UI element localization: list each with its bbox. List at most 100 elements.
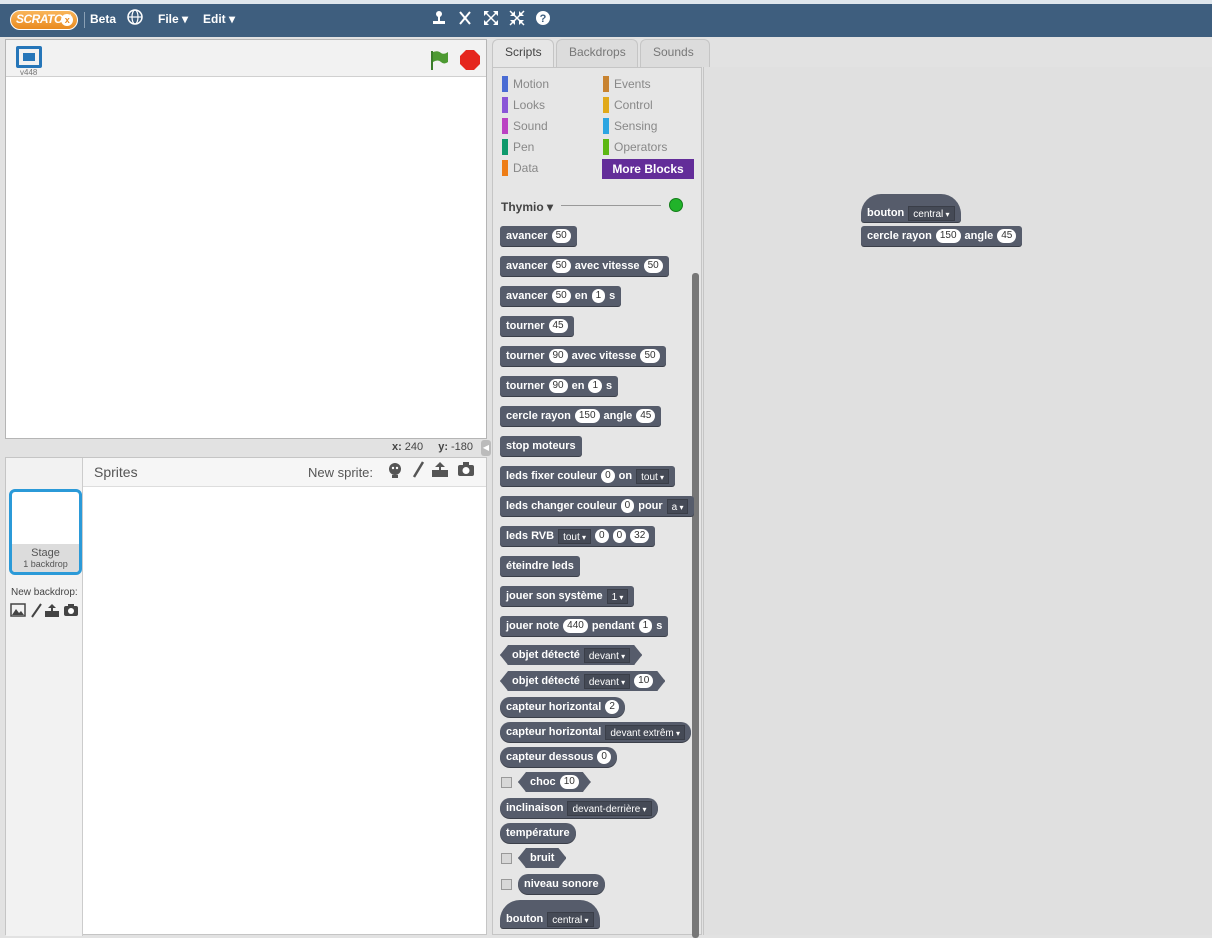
- number-input[interactable]: 0: [620, 499, 635, 513]
- stamp-icon[interactable]: [429, 10, 449, 30]
- number-input[interactable]: 1: [638, 619, 653, 633]
- number-input[interactable]: 10: [560, 775, 579, 789]
- number-input[interactable]: 0: [612, 529, 627, 543]
- category-control[interactable]: Control: [603, 97, 653, 113]
- dropdown-input[interactable]: 1: [606, 588, 629, 604]
- paint-sprite-icon[interactable]: [411, 461, 425, 484]
- number-input[interactable]: 32: [630, 529, 650, 543]
- dropdown-input[interactable]: devant: [584, 648, 630, 663]
- number-input[interactable]: 150: [574, 409, 600, 423]
- dropdown-input[interactable]: central: [547, 911, 594, 927]
- number-input[interactable]: 0: [595, 529, 609, 543]
- stop-icon[interactable]: [459, 49, 481, 71]
- number-input[interactable]: 45: [548, 319, 568, 333]
- dropdown-input[interactable]: a: [666, 498, 689, 514]
- block-stop-moteurs[interactable]: stop moteurs: [500, 436, 582, 456]
- category-events[interactable]: Events: [603, 76, 651, 92]
- sprite-library-icon[interactable]: [386, 461, 404, 484]
- grow-icon[interactable]: [481, 10, 501, 30]
- shrink-icon[interactable]: [507, 10, 527, 30]
- category-sensing[interactable]: Sensing: [603, 118, 657, 134]
- edit-menu[interactable]: Edit ▾: [203, 12, 236, 26]
- camera-sprite-icon[interactable]: [457, 461, 475, 482]
- stage-thumbnail[interactable]: Stage 1 backdrop: [9, 489, 82, 575]
- number-input[interactable]: 440: [563, 619, 588, 633]
- checkbox[interactable]: [501, 777, 512, 788]
- help-icon[interactable]: ?: [533, 10, 553, 30]
- upload-icon[interactable]: [44, 603, 60, 622]
- category-looks[interactable]: Looks: [502, 97, 545, 113]
- number-input[interactable]: 50: [551, 229, 571, 243]
- extension-menu[interactable]: Thymio ▾: [501, 200, 554, 214]
- brush-icon[interactable]: [29, 603, 43, 622]
- block-temperature[interactable]: température: [500, 823, 576, 843]
- checkbox[interactable]: [501, 853, 512, 864]
- checkbox[interactable]: [501, 879, 512, 890]
- number-input[interactable]: 50: [640, 349, 660, 363]
- number-input[interactable]: 90: [548, 379, 568, 393]
- file-menu[interactable]: File ▾: [158, 12, 189, 26]
- number-input[interactable]: 50: [551, 289, 571, 303]
- block-objet-detecte-seuil[interactable]: objet détectédevant10: [500, 671, 665, 691]
- block-niveau-sonore[interactable]: niveau sonore: [518, 874, 605, 894]
- number-input[interactable]: 50: [551, 259, 571, 273]
- block-leds-rvb[interactable]: leds RVBtout0032: [500, 526, 656, 546]
- category-pen[interactable]: Pen: [502, 139, 534, 155]
- number-input[interactable]: 1: [588, 379, 603, 393]
- palette-scrollbar[interactable]: [692, 273, 699, 938]
- category-motion[interactable]: Motion: [502, 76, 549, 92]
- dropdown-input[interactable]: devant: [584, 674, 630, 689]
- number-input[interactable]: 150: [935, 229, 961, 243]
- number-input[interactable]: 90: [548, 349, 568, 363]
- tab-backdrops[interactable]: Backdrops: [556, 39, 638, 67]
- camera-icon[interactable]: [63, 603, 79, 620]
- block-bruit[interactable]: bruit: [518, 848, 566, 868]
- number-input[interactable]: 2: [605, 700, 619, 714]
- number-input[interactable]: 1: [591, 289, 606, 303]
- upload-sprite-icon[interactable]: [431, 461, 449, 484]
- number-input[interactable]: 45: [636, 409, 656, 423]
- category-more-blocks[interactable]: More Blocks: [602, 159, 694, 179]
- number-input[interactable]: 0: [597, 750, 611, 764]
- fullscreen-icon[interactable]: [16, 46, 42, 68]
- number-input[interactable]: 45: [997, 229, 1017, 243]
- collapse-stage-icon[interactable]: ◀: [481, 440, 491, 456]
- tab-scripts[interactable]: Scripts: [492, 39, 554, 67]
- category-operators[interactable]: Operators: [603, 139, 667, 155]
- paint-image-icon[interactable]: [10, 603, 26, 620]
- green-flag-icon[interactable]: [428, 49, 450, 71]
- number-input[interactable]: 50: [643, 259, 663, 273]
- category-data[interactable]: Data: [502, 160, 538, 176]
- tab-sounds[interactable]: Sounds: [640, 39, 710, 67]
- dropdown-input[interactable]: tout: [636, 468, 670, 484]
- dropdown-input[interactable]: central: [908, 205, 955, 221]
- block-eteindre-leds[interactable]: éteindre leds: [500, 556, 580, 576]
- dropdown-input[interactable]: devant-derrière: [567, 800, 652, 816]
- number-input[interactable]: 0: [601, 469, 615, 483]
- dropdown-input[interactable]: tout: [558, 528, 592, 544]
- cut-icon[interactable]: [455, 10, 475, 30]
- dropdown-input[interactable]: devant extrêm: [605, 724, 685, 740]
